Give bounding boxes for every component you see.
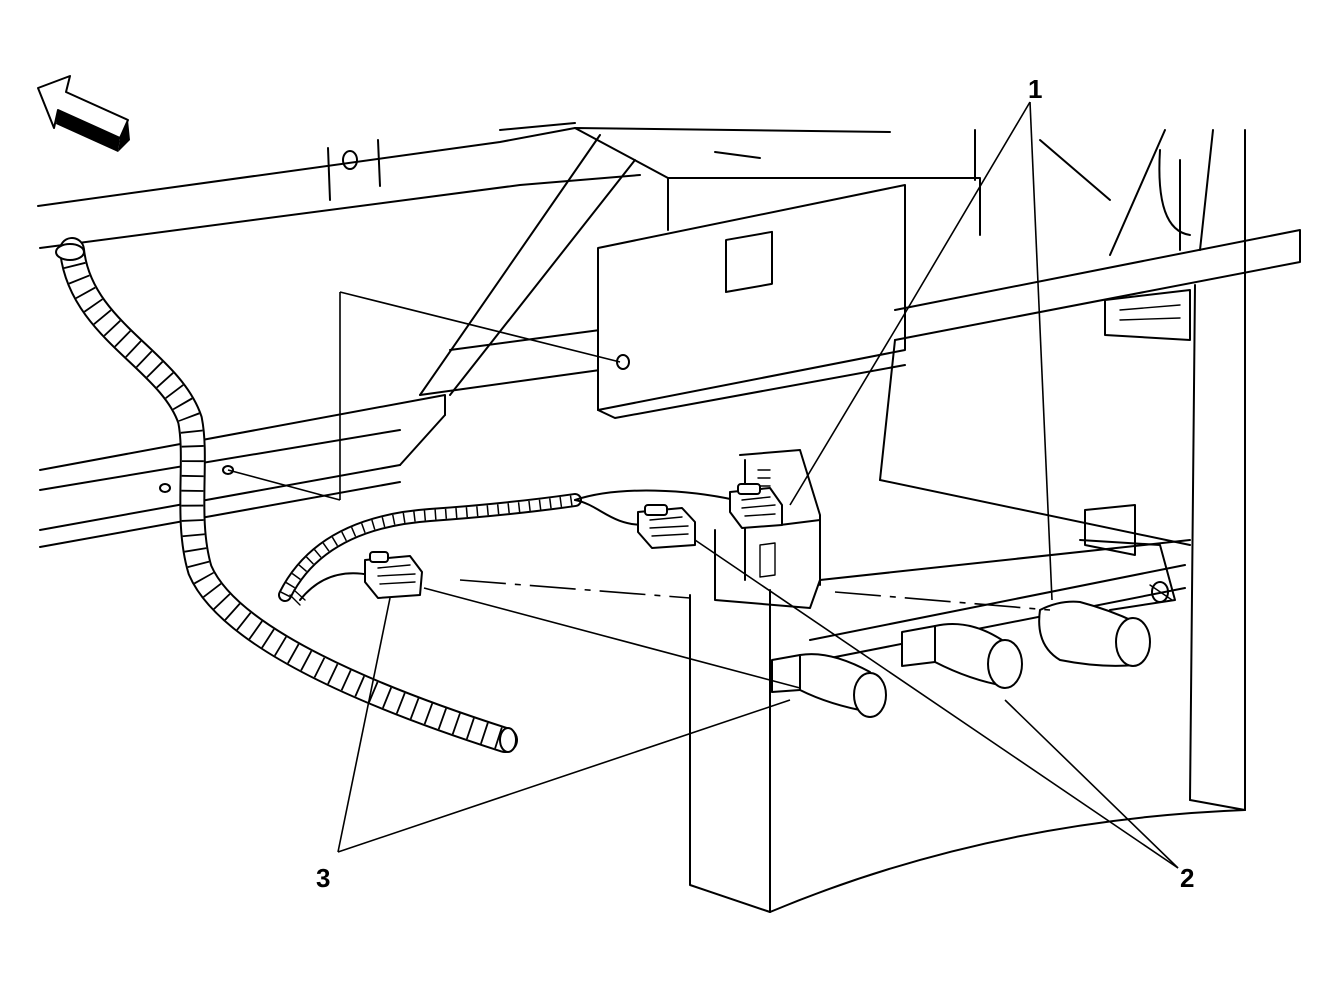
callout-2: 2 [1180,863,1194,893]
direction-arrow-icon [37,75,130,152]
leader-lines [337,101,1179,869]
crossmember [39,329,601,548]
sensor-housing-left [771,653,887,718]
frame-rail [37,122,981,396]
sensor-housing-right [1038,600,1151,667]
wiring-harness [55,237,518,753]
module-box [597,184,906,419]
callout-3: 3 [316,863,330,893]
side-bracket [879,129,1301,811]
callout-1: 1 [1028,74,1042,104]
connector-3 [364,551,423,599]
fastener-centerlines [227,291,1051,611]
connector-2 [637,504,696,549]
sensor-housing-middle [901,623,1023,689]
connector-1 [729,483,783,529]
branch-harness [278,489,736,606]
fascia-panel [689,449,1246,913]
